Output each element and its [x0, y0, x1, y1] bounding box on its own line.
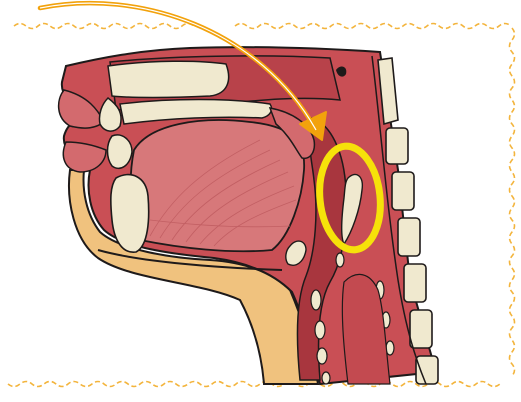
jaw-bone [111, 175, 149, 253]
tongue [131, 120, 305, 251]
lower-teeth [108, 135, 133, 168]
skull-bone [108, 61, 229, 97]
